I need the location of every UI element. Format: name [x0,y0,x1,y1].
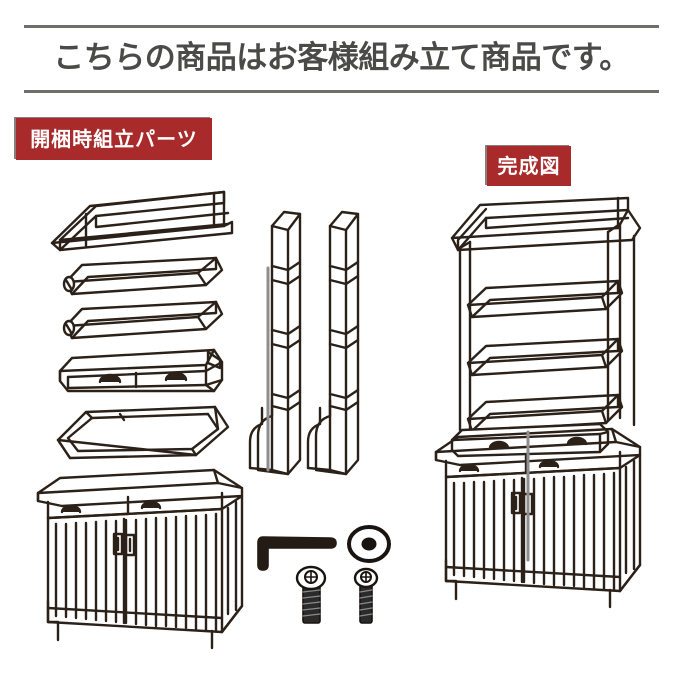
part-cabinet-base [36,468,244,650]
part-flat-tray-panel [56,405,230,460]
hardware-hex-key [257,536,337,571]
finished-hutch [434,196,642,609]
part-drawer-unit [58,348,224,393]
hardware-bolt-large [295,565,327,624]
hardware-bolt-small [353,567,379,624]
page-title: こちらの商品はお客様組み立て商品です。 [53,40,630,76]
part-top-canopy-shelf [50,190,234,252]
header-rule-bottom [24,90,659,93]
part-shelf-rail-upper [62,256,224,296]
badge-finished-label: 完成図 [487,146,571,186]
header-rule-top [24,25,659,28]
part-shelf-rail-lower [62,300,224,340]
part-side-frame-right [306,210,360,476]
part-side-frame-left [248,210,302,476]
badge-parts-label: 開梱時組立パーツ [16,118,212,160]
hardware-washer [347,525,391,563]
